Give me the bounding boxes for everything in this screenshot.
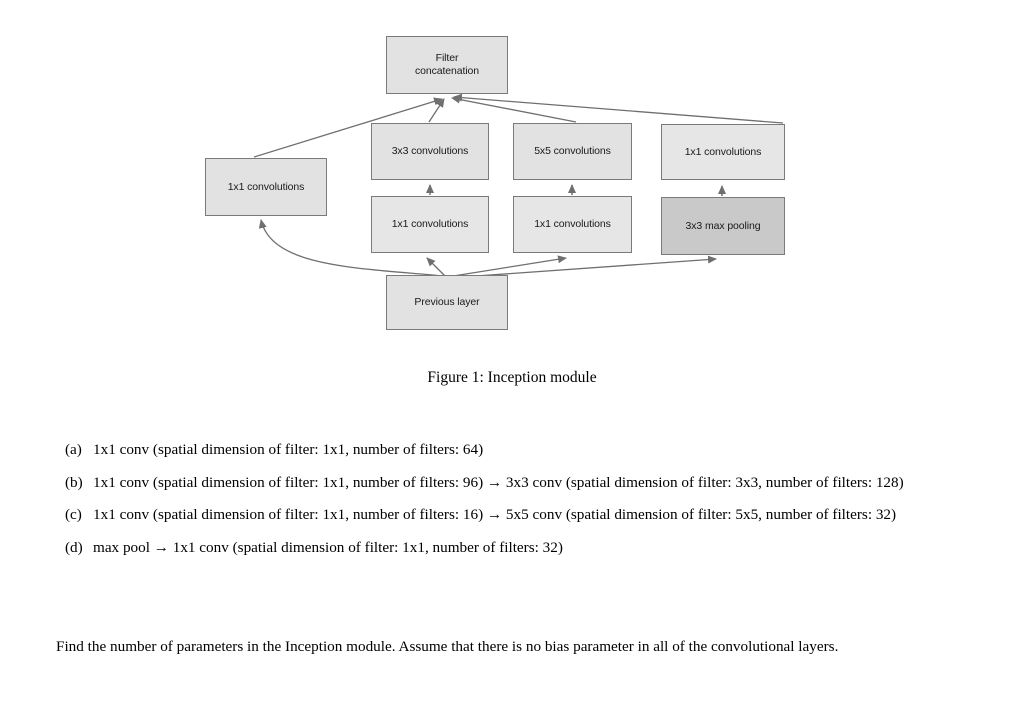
node-3x3-branch-1x1-convolutions[interactable]: 1x1 convolutions xyxy=(371,196,489,253)
node-5x5-branch-1x1-convolutions[interactable]: 1x1 convolutions xyxy=(513,196,632,253)
node-previous-layer[interactable]: Previous layer xyxy=(386,275,508,330)
node-left-1x1-convolutions[interactable]: 1x1 convolutions xyxy=(205,158,327,216)
figure-caption: Figure 1: Inception module xyxy=(427,369,597,386)
arrow-poolproj-to-concat xyxy=(453,93,784,124)
node-filter-concatenation[interactable]: Filter concatenation xyxy=(386,36,508,94)
list-item-marker: (b) xyxy=(65,473,83,491)
branch-spec-list: (a) 1x1 conv (spatial dimension of filte… xyxy=(56,440,972,570)
node-5x5-branch-1x1-convolutions-label: 1x1 convolutions xyxy=(534,218,611,230)
node-5x5-convolutions-label: 5x5 convolutions xyxy=(534,145,611,157)
list-item-text: max pool → 1x1 conv (spatial dimension o… xyxy=(93,538,563,556)
list-item: (d) max pool → 1x1 conv (spatial dimensi… xyxy=(56,538,972,558)
node-pool-branch-1x1-convolutions[interactable]: 1x1 convolutions xyxy=(661,124,785,180)
list-item-text: 1x1 conv (spatial dimension of filter: 1… xyxy=(93,506,897,523)
node-pool-branch-1x1-convolutions-label: 1x1 convolutions xyxy=(684,145,762,158)
arrow-prev-to-left-1x1 xyxy=(258,219,445,277)
node-5x5-convolutions[interactable]: 5x5 convolutions xyxy=(513,123,632,180)
node-left-1x1-convolutions-label: 1x1 convolutions xyxy=(227,180,305,193)
arrow-conv3x3-to-concat xyxy=(428,98,445,123)
node-3x3-max-pooling-label: 3x3 max pooling xyxy=(685,219,761,232)
list-item: (c) 1x1 conv (spatial dimension of filte… xyxy=(56,505,972,525)
question-paragraph: Find the number of parameters in the Inc… xyxy=(56,638,839,655)
list-item-marker: (a) xyxy=(65,441,82,458)
node-3x3-convolutions[interactable]: 3x3 convolutions xyxy=(371,123,489,180)
arrow-left1x1-to-concat xyxy=(253,97,443,158)
list-item: (a) 1x1 conv (spatial dimension of filte… xyxy=(56,440,972,460)
node-filter-concatenation-label-line2: concatenation xyxy=(414,65,480,77)
node-3x3-max-pooling[interactable]: 3x3 max pooling xyxy=(661,197,785,255)
node-filter-concatenation-label-line1: Filter xyxy=(435,52,459,64)
figure-arrows-layer xyxy=(253,93,784,279)
list-item-marker: (c) xyxy=(65,506,82,523)
node-3x3-branch-1x1-convolutions-label: 1x1 convolutions xyxy=(391,218,469,230)
node-3x3-convolutions-label: 3x3 convolutions xyxy=(391,145,469,157)
inception-figure: Filter concatenation 1x1 convolutions 3x… xyxy=(0,0,1024,350)
arrow-conv5x5-to-concat xyxy=(451,95,577,123)
list-item-text: 1x1 conv (spatial dimension of filter: 1… xyxy=(93,473,904,491)
list-item: (b) 1x1 conv (spatial dimension of filte… xyxy=(56,473,972,493)
arrow-prev-to-maxpool xyxy=(447,255,717,279)
arrow-prev-to-reduce-3x3 xyxy=(426,257,447,278)
arrow-prev-to-reduce-5x5 xyxy=(446,255,567,278)
list-item-marker: (d) xyxy=(65,538,83,556)
list-item-text: 1x1 conv (spatial dimension of filter: 1… xyxy=(93,441,484,458)
node-previous-layer-label: Previous layer xyxy=(414,296,480,308)
